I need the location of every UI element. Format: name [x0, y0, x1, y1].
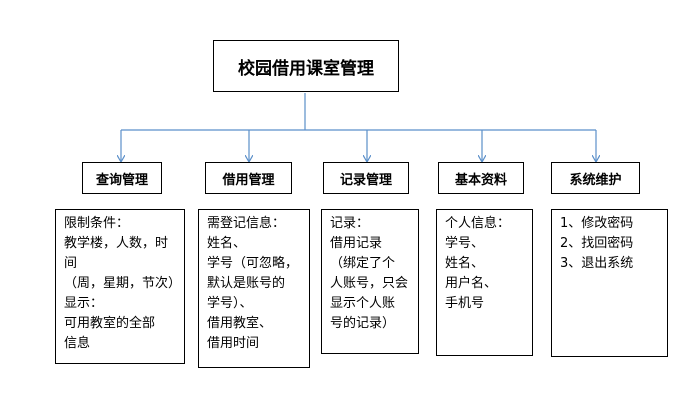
- detail-line: 姓名、: [445, 256, 485, 271]
- detail-line: 记录：: [330, 216, 370, 231]
- detail-line: 手机号: [445, 296, 485, 311]
- detail-line: （绑定了个: [330, 256, 396, 271]
- detail-line: 1、修改密码: [560, 216, 634, 231]
- detail-line: 可用教室的全部: [64, 316, 156, 331]
- root-label: 校园借用课室管理: [238, 58, 374, 79]
- category-label: 记录管理: [339, 172, 392, 188]
- detail-line: 学号、: [445, 236, 485, 251]
- detail-line: 学号）、: [207, 296, 253, 311]
- detail-line: 默认是账号的: [207, 276, 286, 291]
- category-system: 系统维护: [551, 162, 640, 194]
- detail-line: （周，星期，节次）: [64, 276, 182, 291]
- detail-line: 限制条件：: [64, 216, 130, 231]
- category-label: 借用管理: [222, 172, 275, 188]
- category-query: 查询管理: [82, 162, 162, 194]
- category-basic: 基本资料: [438, 162, 524, 194]
- detail-query: 限制条件： 教学楼，人数，时 间 （周，星期，节次） 显示： 可用教室的全部 信…: [55, 209, 185, 364]
- detail-line: 借用教室、: [207, 316, 273, 331]
- detail-line: 显示个人账: [330, 296, 396, 311]
- detail-line: 借用记录: [330, 236, 383, 251]
- detail-line: 借用时间: [207, 336, 260, 351]
- category-label: 基本资料: [454, 172, 507, 188]
- detail-system: 1、修改密码 2、找回密码 3、退出系统: [551, 209, 668, 357]
- detail-basic: 个人信息： 学号、 姓名、 用户名、 手机号: [436, 209, 533, 356]
- detail-line: 信息: [64, 336, 91, 351]
- detail-record: 记录： 借用记录 （绑定了个 人账号，只会 显示个人账 号的记录）: [321, 209, 419, 354]
- detail-line: 3、退出系统: [560, 256, 634, 271]
- detail-line: 显示：: [64, 296, 104, 311]
- detail-line: 姓名、: [207, 236, 247, 251]
- category-label: 查询管理: [95, 172, 148, 188]
- detail-line: 2、找回密码: [560, 236, 634, 251]
- detail-line: 教学楼，人数，时: [64, 236, 169, 251]
- detail-line: 用户名、: [445, 276, 498, 291]
- category-borrow: 借用管理: [205, 162, 292, 194]
- detail-borrow: 需登记信息： 姓名、 学号（可忽略， 默认是账号的 学号）、 借用教室、 借用时…: [198, 209, 310, 368]
- category-label: 系统维护: [569, 172, 622, 188]
- category-record: 记录管理: [323, 162, 409, 194]
- detail-line: 间: [64, 256, 78, 271]
- detail-line: 个人信息：: [445, 216, 511, 231]
- root-node: 校园借用课室管理: [213, 40, 399, 92]
- detail-line: 需登记信息：: [207, 216, 286, 231]
- detail-line: 号的记录）: [330, 316, 396, 331]
- detail-line: 人账号，只会: [330, 276, 409, 291]
- detail-line: 学号（可忽略，: [207, 256, 299, 271]
